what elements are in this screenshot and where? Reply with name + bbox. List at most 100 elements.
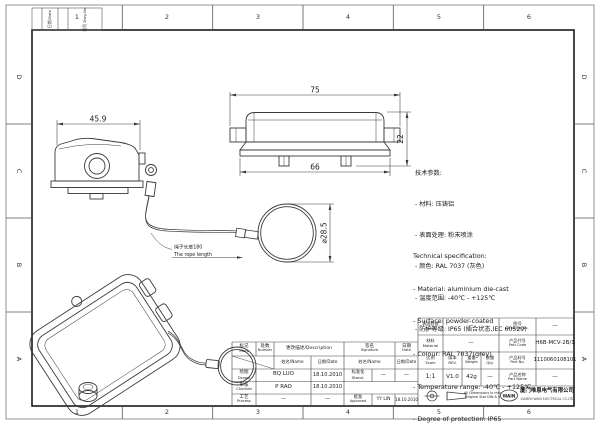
zone-row-d-left: D (15, 74, 23, 80)
tb-drawingno-value: — (552, 322, 558, 329)
dim-label-45-9: 45.9 (90, 115, 107, 124)
tb-drawn-date: 18.10.2010 (312, 371, 343, 378)
rope-note-cn: 绳子长度180 (174, 244, 202, 251)
zone-col-5-top: 5 (436, 13, 442, 21)
tech-en-line: - Degree of protection: IP65 (413, 415, 502, 424)
dim-label-75: 75 (310, 86, 320, 95)
tech-cn-line: - 防护等级: IP65 (插合状态,IEC 60529) (415, 325, 527, 333)
dim-75: 75 (229, 86, 401, 126)
tb-stand-date: — (404, 371, 409, 378)
zone-row-b-right: B (580, 262, 588, 268)
dim-66: 66 (239, 158, 391, 176)
tb-approved-name: YY LIN (376, 396, 391, 402)
tech-en-line: - Surface: powder-coated (413, 317, 494, 326)
tb-checked-name: P RAO (275, 383, 292, 390)
zone-col-1-top: 1 (74, 13, 80, 21)
tb-description-label: 更改描述/Description (285, 345, 333, 351)
tb-drawn-name: BQ LUO (273, 371, 294, 378)
zone-col-2-top: 2 (164, 13, 170, 21)
zone-row-c-right: C (580, 168, 588, 174)
tb-checked-date: 18.10.2010 (312, 384, 343, 391)
zone-col-4-bottom: 4 (345, 408, 351, 416)
zone-col-6-bottom: 6 (526, 408, 532, 416)
zone-col-1-bottom: 1 (74, 408, 80, 416)
dim-loop-dia: ⌀28.5 (287, 203, 334, 263)
tb-rev-value: V1.0 (446, 373, 459, 380)
tb-company-en: XIAMEN WAIN ELECTRICAL CO.LTD (520, 397, 574, 402)
zone-col-3-top: 3 (255, 13, 261, 21)
tb-material-value: — (468, 339, 474, 346)
tb-name-hdr-right: 姓名/Name (358, 359, 381, 365)
dim-label-22: 22 (396, 134, 405, 144)
iso-view (29, 274, 257, 416)
tb-name-hdr-left: 姓名/Name (281, 359, 304, 365)
dim-label-66: 66 (310, 163, 320, 172)
rope-note-leader: 绳子长度180 The rope length (150, 232, 243, 259)
fold-table-date-label: 日期/Date (47, 10, 52, 28)
rope-note-en: The rope length (173, 252, 212, 258)
fold-table-lines (31, 7, 103, 31)
tb-date-hdr-right: 日期/Date (396, 359, 417, 365)
tech-cn-line: - 温度范围: -40℃ - +125℃ (415, 294, 496, 302)
zone-row-b-left: B (15, 262, 23, 268)
tech-en-line: - Colour: RAL 7037(grey) (413, 349, 492, 358)
zone-row-d-right: D (580, 74, 588, 80)
tb-process-date: — (325, 396, 330, 403)
tech-en-line: - Temperature range: -40℃ - +125℃ (413, 382, 532, 391)
zone-col-2-bottom: 2 (164, 408, 170, 416)
dim-22: 22 (356, 111, 411, 167)
rope-loop-detail (235, 203, 317, 263)
tb-weight-value: 42g (466, 373, 477, 380)
tech-spec-en: Technical specification: - Material: alu… (413, 229, 548, 424)
zone-col-5-bottom: 5 (436, 408, 442, 416)
zone-col-3-bottom: 3 (255, 408, 261, 416)
wain-logo-text: WAIN (503, 393, 516, 398)
fold-table-dwgno-label: 图号 Dwg.No. (82, 6, 87, 32)
side-view (50, 137, 157, 200)
wain-logo-icon: WAIN (500, 389, 518, 402)
tech-en-line: Technical specification: (413, 251, 487, 260)
zone-row-a-right: A (580, 356, 588, 362)
tb-qty-value: — (487, 373, 493, 380)
zone-row-a-left: A (15, 356, 23, 362)
rope-side (145, 195, 237, 233)
tb-stand-name: — (381, 371, 386, 378)
tb-approved-date: 18.10.2010 (395, 396, 418, 402)
dim-label-loop-dia: ⌀28.5 (320, 222, 329, 243)
front-view (229, 112, 401, 167)
tb-scale-value: 1:1 (425, 373, 436, 381)
zone-col-4-top: 4 (345, 13, 351, 21)
tb-process-name: — (281, 396, 286, 403)
tech-cn-line: - 颜色: RAL 7037 (灰色) (415, 263, 485, 271)
zone-row-c-left: C (15, 168, 23, 174)
tech-cn-line: - 材料: 压铸铝 (415, 201, 455, 209)
title-block-lines (231, 317, 574, 406)
tb-company-cn: 厦门唯恩电气有限公司 (520, 388, 574, 395)
tb-partno-value: 1110060108101 (533, 356, 577, 363)
tb-partcode-value: H6B-MCV-2B/1 (535, 339, 575, 346)
tb-partname-value: — (552, 373, 558, 380)
tb-finish-value: — (468, 322, 474, 329)
